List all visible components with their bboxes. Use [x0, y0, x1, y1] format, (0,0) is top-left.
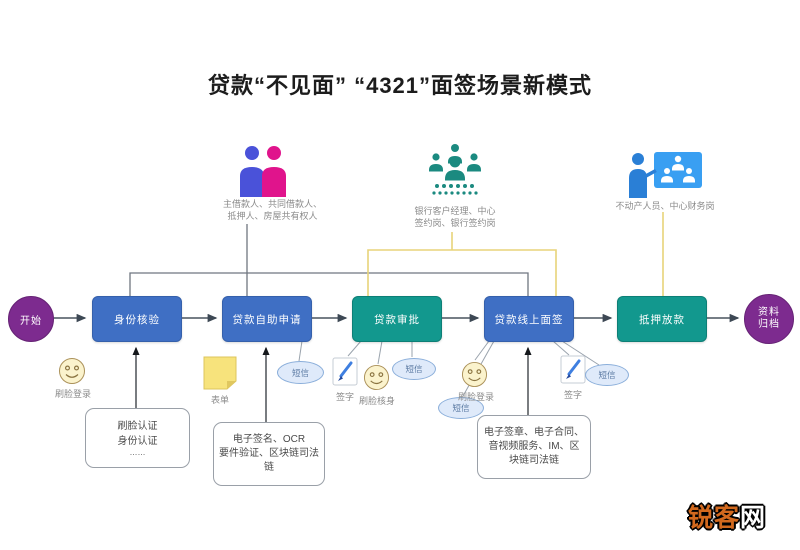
face-verify-label: 刷脸核身	[358, 396, 395, 406]
note-eseal-services: 电子签章、电子合同、 音视频服务、IM、区 块链司法链	[477, 415, 591, 479]
flow-step-loan-approval: 贷款审批	[352, 296, 442, 342]
site-watermark: 锐客网	[688, 498, 766, 534]
flow-end-node: 资料归档	[744, 294, 794, 344]
sign-pen-icon	[332, 356, 358, 386]
smiley-face-icon	[363, 364, 390, 391]
form-sticky-note-icon	[203, 356, 237, 390]
flow-step-identity-check: 身份核验	[92, 296, 182, 342]
flow-start-node: 开始	[8, 296, 54, 342]
sign-label: 签字	[335, 392, 354, 402]
estate-staff-label: 不动产人员、中心财务岗	[615, 201, 715, 211]
sign-label: 签字	[563, 390, 582, 400]
sms-tag: 短信	[438, 397, 484, 419]
bank-staff-label: 银行客户经理、中心 签约岗、银行签约岗	[414, 206, 496, 228]
face-login-label: 刷脸登录	[54, 389, 91, 399]
sign-pen-icon	[560, 354, 586, 384]
borrowers-label: 主借款人、共同借款人、 抵押人、房屋共有权人	[222, 199, 322, 221]
flow-step-mortgage-disbursement: 抵押放款	[617, 296, 707, 342]
flow-step-self-apply: 贷款自助申请	[222, 296, 312, 342]
note-identity-auth: 刷脸认证 身份认证 ……	[85, 408, 190, 468]
sms-tag: 短信	[277, 361, 324, 384]
estate-staff-icon	[626, 152, 704, 198]
bank-staff-icon	[424, 143, 486, 201]
flow-step-online-signing: 贷款线上面签	[484, 296, 574, 342]
smiley-face-icon	[58, 357, 86, 385]
page-title: 贷款“不见面” “4321”面签场景新模式	[207, 73, 593, 98]
note-esignature-ocr: 电子签名、OCR 要件验证、区块链司法 链	[213, 422, 325, 486]
smiley-face-icon	[461, 361, 488, 388]
face-login-label: 刷脸登录	[457, 392, 494, 402]
watermark-text: 网	[739, 504, 766, 532]
form-label: 表单	[210, 395, 229, 405]
sms-tag: 短信	[392, 358, 436, 380]
sms-tag: 短信	[585, 364, 629, 386]
borrowers-icon	[232, 145, 294, 197]
watermark-text: 锐客	[687, 504, 740, 532]
